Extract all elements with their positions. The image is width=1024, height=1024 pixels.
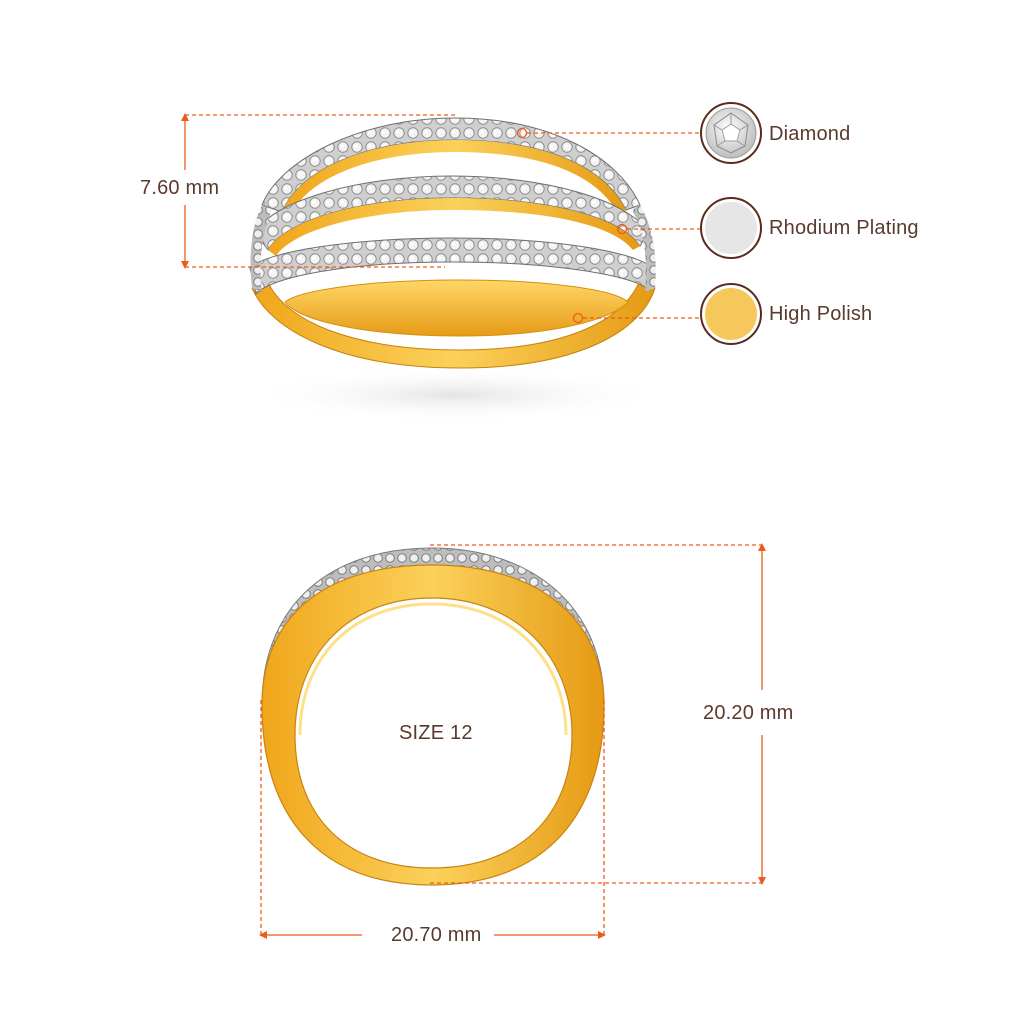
top-height-label: 7.60 mm [140, 177, 220, 199]
pave-shoulder-right [632, 205, 656, 292]
ring-shadow [245, 367, 665, 423]
material-callouts [516, 127, 700, 324]
diamond-swatch [700, 102, 762, 164]
material-label-rhodium: Rhodium Plating [769, 217, 919, 239]
gold-edge-top [282, 140, 626, 216]
top-ring-view [245, 117, 665, 423]
front-ring-view [261, 547, 605, 886]
gold-swatch [700, 283, 762, 345]
pave-shoulder-left [250, 205, 272, 292]
material-label-high-polish: High Polish [769, 303, 873, 325]
ring-size-label: SIZE 12 [399, 722, 473, 744]
gold-edge-middle [268, 198, 640, 256]
gold-inner-highlight [298, 602, 568, 736]
front-dimensions [259, 543, 766, 939]
front-width-label: 20.70 mm [391, 924, 482, 946]
material-label-diamond: Diamond [769, 123, 851, 145]
height-dimension-top [181, 113, 455, 269]
rhodium-swatch [700, 197, 762, 259]
gold-outer-ring [261, 564, 605, 886]
front-height-label: 20.20 mm [703, 702, 794, 724]
gold-inner-band [284, 279, 629, 337]
